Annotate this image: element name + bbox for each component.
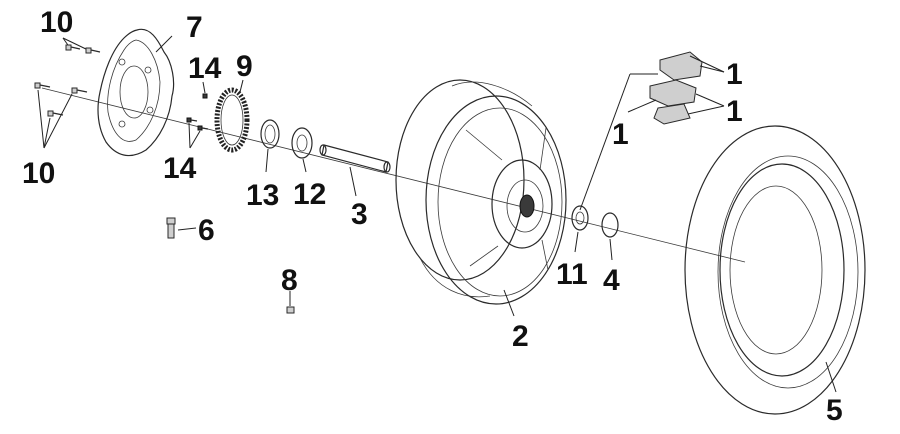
callout-14-lower: 14 — [163, 152, 197, 185]
balance-weight — [286, 291, 295, 314]
tire — [684, 125, 866, 415]
callout-1-right: 1 — [726, 95, 743, 128]
callout-10-lower: 10 — [22, 157, 55, 190]
disc-bolts-lower — [34, 82, 88, 149]
brake-disc — [97, 28, 175, 157]
callout-1-upper: 1 — [726, 58, 743, 91]
callout-7: 7 — [186, 11, 203, 44]
callout-2: 2 — [512, 320, 529, 353]
callout-9: 9 — [236, 50, 253, 83]
assembly-axis-line — [41, 87, 746, 263]
callout-5: 5 — [826, 394, 843, 427]
screws-upper — [202, 81, 208, 99]
callout-4: 4 — [603, 264, 620, 297]
sensor-ring — [214, 79, 250, 153]
disc-bolts-upper — [62, 37, 101, 54]
callout-8: 8 — [281, 264, 298, 297]
callout-1-left: 1 — [612, 118, 629, 151]
callout-3: 3 — [351, 198, 368, 231]
rear-wheel-rim — [395, 79, 567, 317]
bearing-12 — [291, 127, 313, 173]
axle-collar — [319, 144, 391, 197]
oil-seal — [260, 119, 280, 173]
screws-lower — [186, 117, 209, 149]
circlip — [601, 212, 619, 261]
callout-12: 12 — [293, 178, 326, 211]
callout-13: 13 — [246, 179, 279, 212]
callout-6: 6 — [198, 214, 215, 247]
valve — [166, 217, 197, 239]
damper-rubbers — [579, 51, 725, 211]
callout-10-upper: 10 — [40, 6, 73, 39]
callout-11: 11 — [556, 258, 588, 291]
callout-14-upper: 14 — [188, 52, 222, 85]
bearing-11 — [571, 205, 589, 253]
